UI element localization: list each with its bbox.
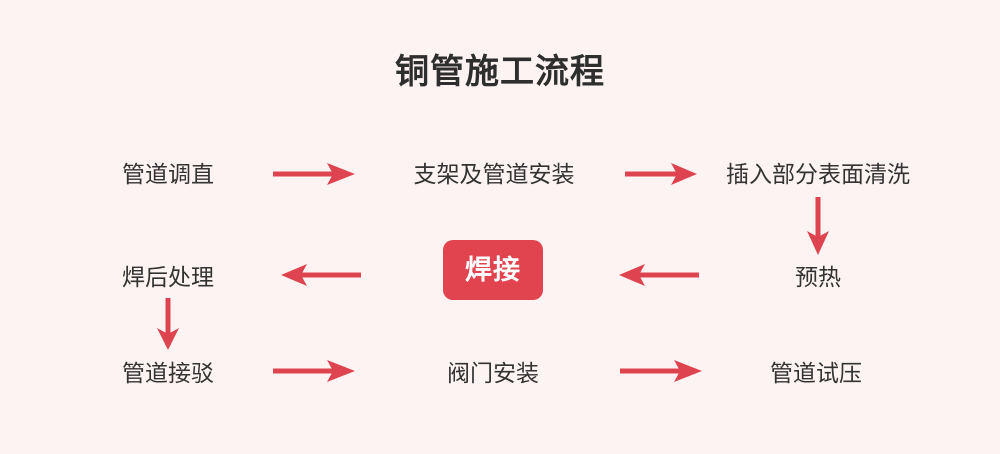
arrow-down-n3-n4 xyxy=(805,195,831,257)
arrow-right-n7-n8 xyxy=(271,358,357,384)
flow-node-n9[interactable]: 管道试压 xyxy=(770,360,862,386)
page-title: 铜管施工流程 xyxy=(395,53,605,91)
arrow-right-n1-n2 xyxy=(271,161,357,187)
arrow-down-n6-n7 xyxy=(155,296,181,352)
flow-node-n2[interactable]: 支架及管道安装 xyxy=(413,161,575,187)
arrow-right-n2-n3 xyxy=(623,161,699,187)
flow-node-n4[interactable]: 预热 xyxy=(795,264,841,290)
flow-node-n1[interactable]: 管道调直 xyxy=(122,161,214,187)
arrow-left-n4-n5 xyxy=(619,262,701,288)
flow-node-n7[interactable]: 管道接驳 xyxy=(122,360,214,386)
flow-node-n3[interactable]: 插入部分表面清洗 xyxy=(726,161,910,187)
flow-node-n8[interactable]: 阀门安装 xyxy=(447,360,539,386)
flow-node-n6[interactable]: 焊后处理 xyxy=(122,264,214,290)
arrow-left-n5-n6 xyxy=(281,262,363,288)
arrow-right-n8-n9 xyxy=(618,358,704,384)
flow-node-n5-highlight[interactable]: 焊接 xyxy=(443,240,543,300)
